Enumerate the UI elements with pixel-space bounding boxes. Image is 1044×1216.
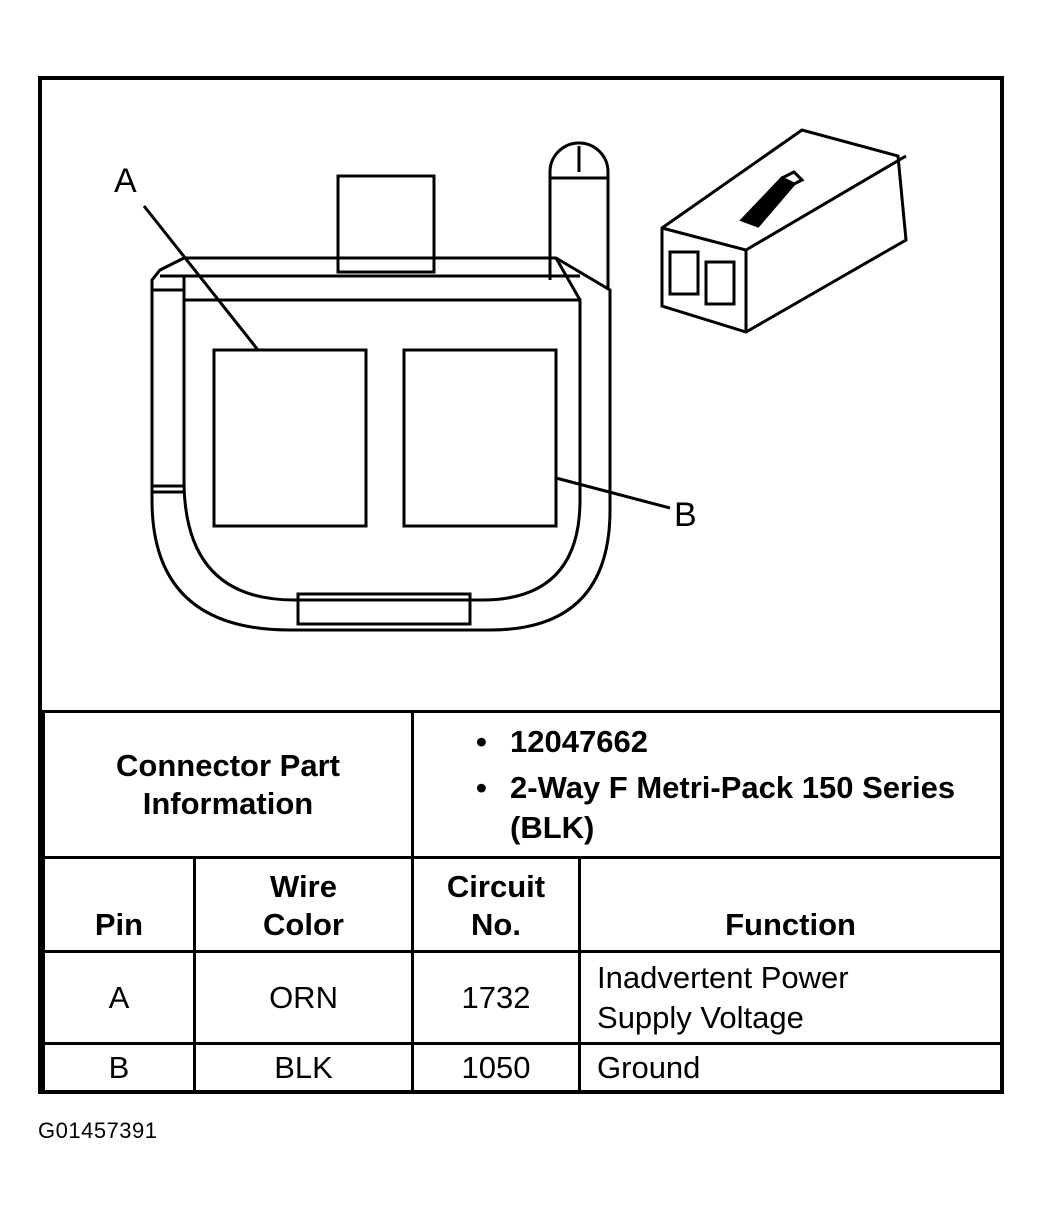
row-wire-color: ORN	[192, 950, 415, 1045]
connector-part-list: 12047662 2-Way F Metri-Pack 150 Series (…	[414, 722, 1000, 848]
header-circuit-no: Circuit No.	[411, 856, 582, 953]
row-pin: A	[42, 950, 196, 1045]
callout-b-label: B	[674, 496, 697, 534]
row-wire-color: BLK	[192, 1042, 415, 1093]
connector-part-list-cell: 12047662 2-Way F Metri-Pack 150 Series (…	[411, 710, 1004, 859]
connector-outer-shell	[150, 256, 612, 632]
connector-part-info-label: Connector Part Information	[41, 710, 415, 859]
part-description: 2-Way F Metri-Pack 150 Series (BLK)	[476, 768, 1000, 848]
connector-figure: A B Connector Part Information 12	[38, 76, 1004, 1094]
header-function: Function	[578, 856, 1004, 953]
connector-part-info-text: Connector Part Information	[116, 747, 340, 821]
row-function: Inadvertent Power Supply Voltage	[578, 950, 1004, 1045]
connector-inner-shell	[182, 276, 582, 602]
callout-b-leader	[555, 476, 671, 510]
cavity-a	[212, 348, 368, 528]
header-pin: Pin	[42, 856, 196, 953]
table-row: B BLK 1050 Ground	[42, 1042, 1004, 1093]
callout-a-leader	[142, 205, 260, 351]
figure-id: G01457391	[38, 1118, 158, 1143]
cavity-b	[402, 348, 558, 528]
header-wire-color: Wire Color	[192, 856, 415, 953]
row-function: Ground	[578, 1042, 1004, 1093]
bottom-key	[296, 592, 472, 626]
connector-isometric-view	[660, 128, 908, 334]
row-circuit-no: 1732	[411, 950, 582, 1045]
top-latch-tab	[336, 174, 436, 274]
connector-face-diagram: A B	[114, 128, 908, 632]
side-latch	[548, 141, 610, 290]
connector-part-table: Connector Part Information 12047662 2-Wa…	[41, 710, 1004, 1093]
row-pin: B	[42, 1042, 196, 1093]
part-number: 12047662	[476, 722, 1000, 762]
table-row: A ORN 1732 Inadvertent Power Supply Volt…	[42, 950, 1004, 1045]
row-circuit-no: 1050	[411, 1042, 582, 1093]
callout-a-label: A	[114, 162, 137, 200]
